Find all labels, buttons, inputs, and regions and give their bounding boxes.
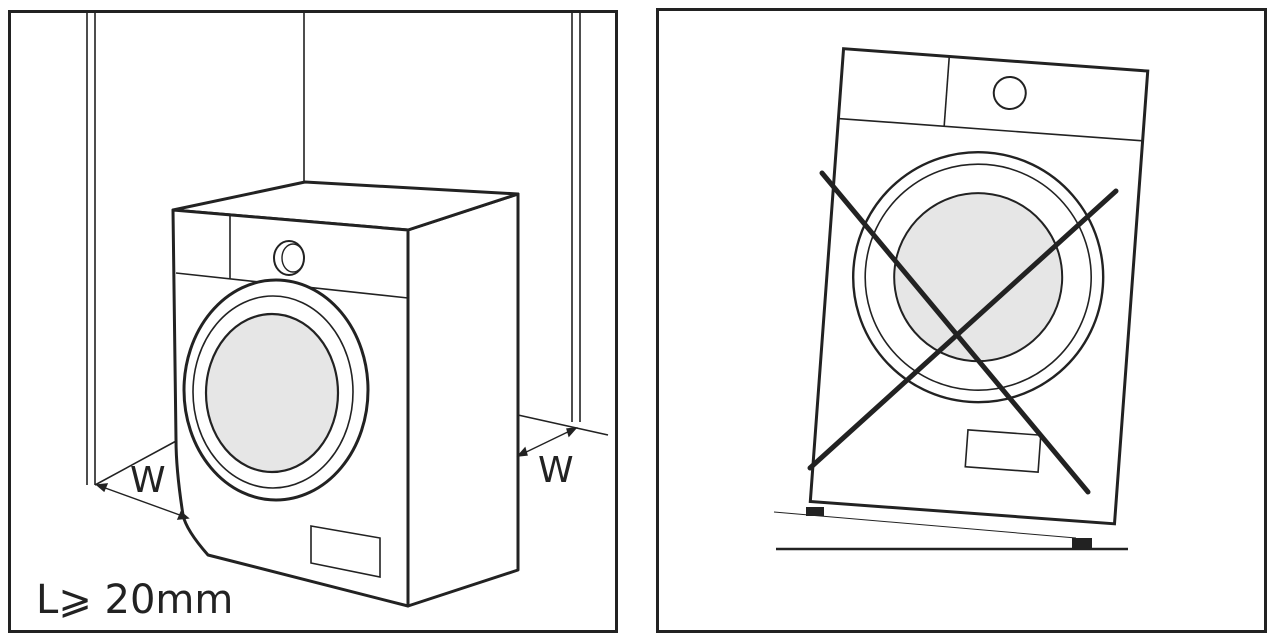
width-label-right: W: [538, 450, 574, 491]
tilted-floor-line: [773, 511, 1077, 539]
incorrect-tilt-drawing: [656, 8, 1267, 633]
installation-clearance-drawing: W W L⩾ 20mm: [8, 10, 618, 633]
control-knob-icon: [992, 75, 1027, 110]
panel-frame: [656, 8, 1267, 633]
clearance-text: L⩾ 20mm: [36, 577, 233, 623]
cross-mark-icon: [807, 170, 1119, 495]
panel-frame: [8, 10, 618, 633]
installation-clearance-panel: W W L⩾ 20mm: [8, 10, 618, 633]
foot-right: [1072, 538, 1092, 548]
washing-machine: [171, 180, 520, 608]
width-label-left: W: [130, 460, 166, 501]
filter-cover: [964, 428, 1042, 473]
cabinet-walls: [86, 10, 609, 486]
foot-left: [806, 507, 824, 516]
door-window: [893, 192, 1064, 363]
filter-cover: [310, 525, 381, 578]
door-window: [204, 312, 340, 474]
tilted-washing-machine: [808, 47, 1150, 526]
incorrect-tilt-panel: [656, 8, 1267, 633]
clearance-dimension-marks: [95, 427, 578, 520]
